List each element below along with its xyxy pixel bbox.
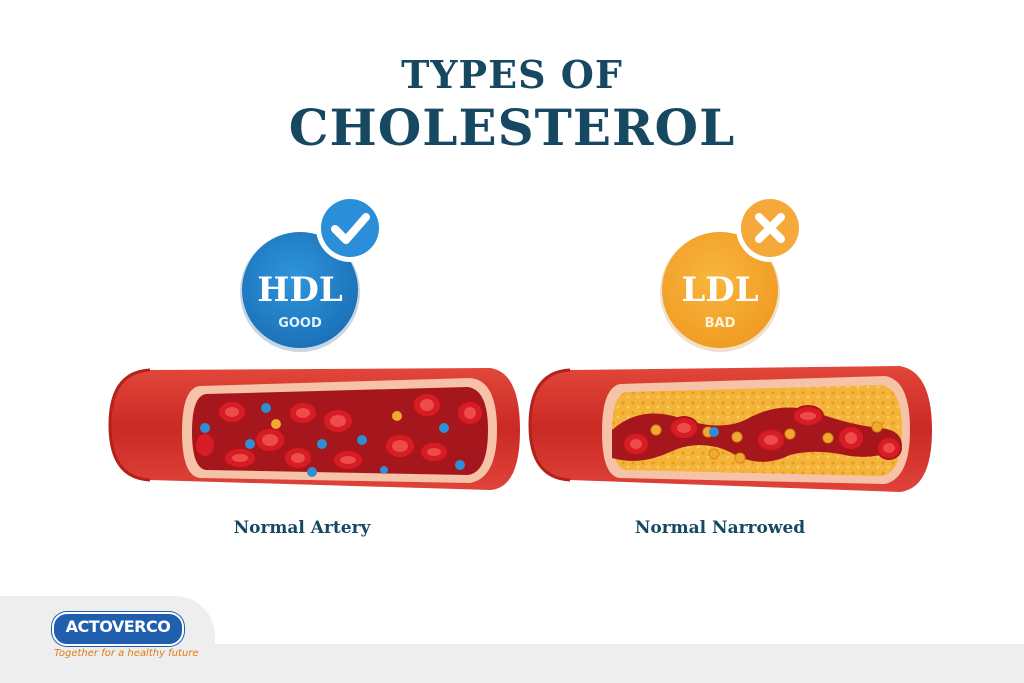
ldl-particles-narrowed <box>650 421 883 464</box>
page-title: CHOLESTEROL <box>288 98 736 157</box>
ldl-particles <box>271 411 402 429</box>
narrowed-artery <box>528 366 932 492</box>
check-icon <box>316 194 384 262</box>
narrowed-artery-caption: Normal Narrowed <box>634 518 806 538</box>
brand-logo <box>52 612 184 646</box>
x-icon <box>736 194 804 262</box>
hdl-badge <box>240 194 384 352</box>
brand-tagline: Together for a healthy future <box>54 648 199 659</box>
normal-artery-caption: Normal Artery <box>233 518 371 538</box>
brand-name: ACTOVERCO <box>65 617 171 636</box>
ldl-badge <box>660 194 804 352</box>
title-line-1: TYPES OF <box>401 52 623 97</box>
normal-artery <box>108 368 520 490</box>
blood-cells-narrowed <box>622 405 902 460</box>
blood-cells <box>194 392 484 471</box>
hdl-particles-narrowed <box>709 427 719 437</box>
ldl-abbreviation: LDL <box>681 270 759 310</box>
hdl-abbreviation: HDL <box>257 270 343 310</box>
ldl-label: BAD <box>704 316 736 331</box>
hdl-label: GOOD <box>278 316 322 331</box>
hdl-particles <box>200 403 465 477</box>
